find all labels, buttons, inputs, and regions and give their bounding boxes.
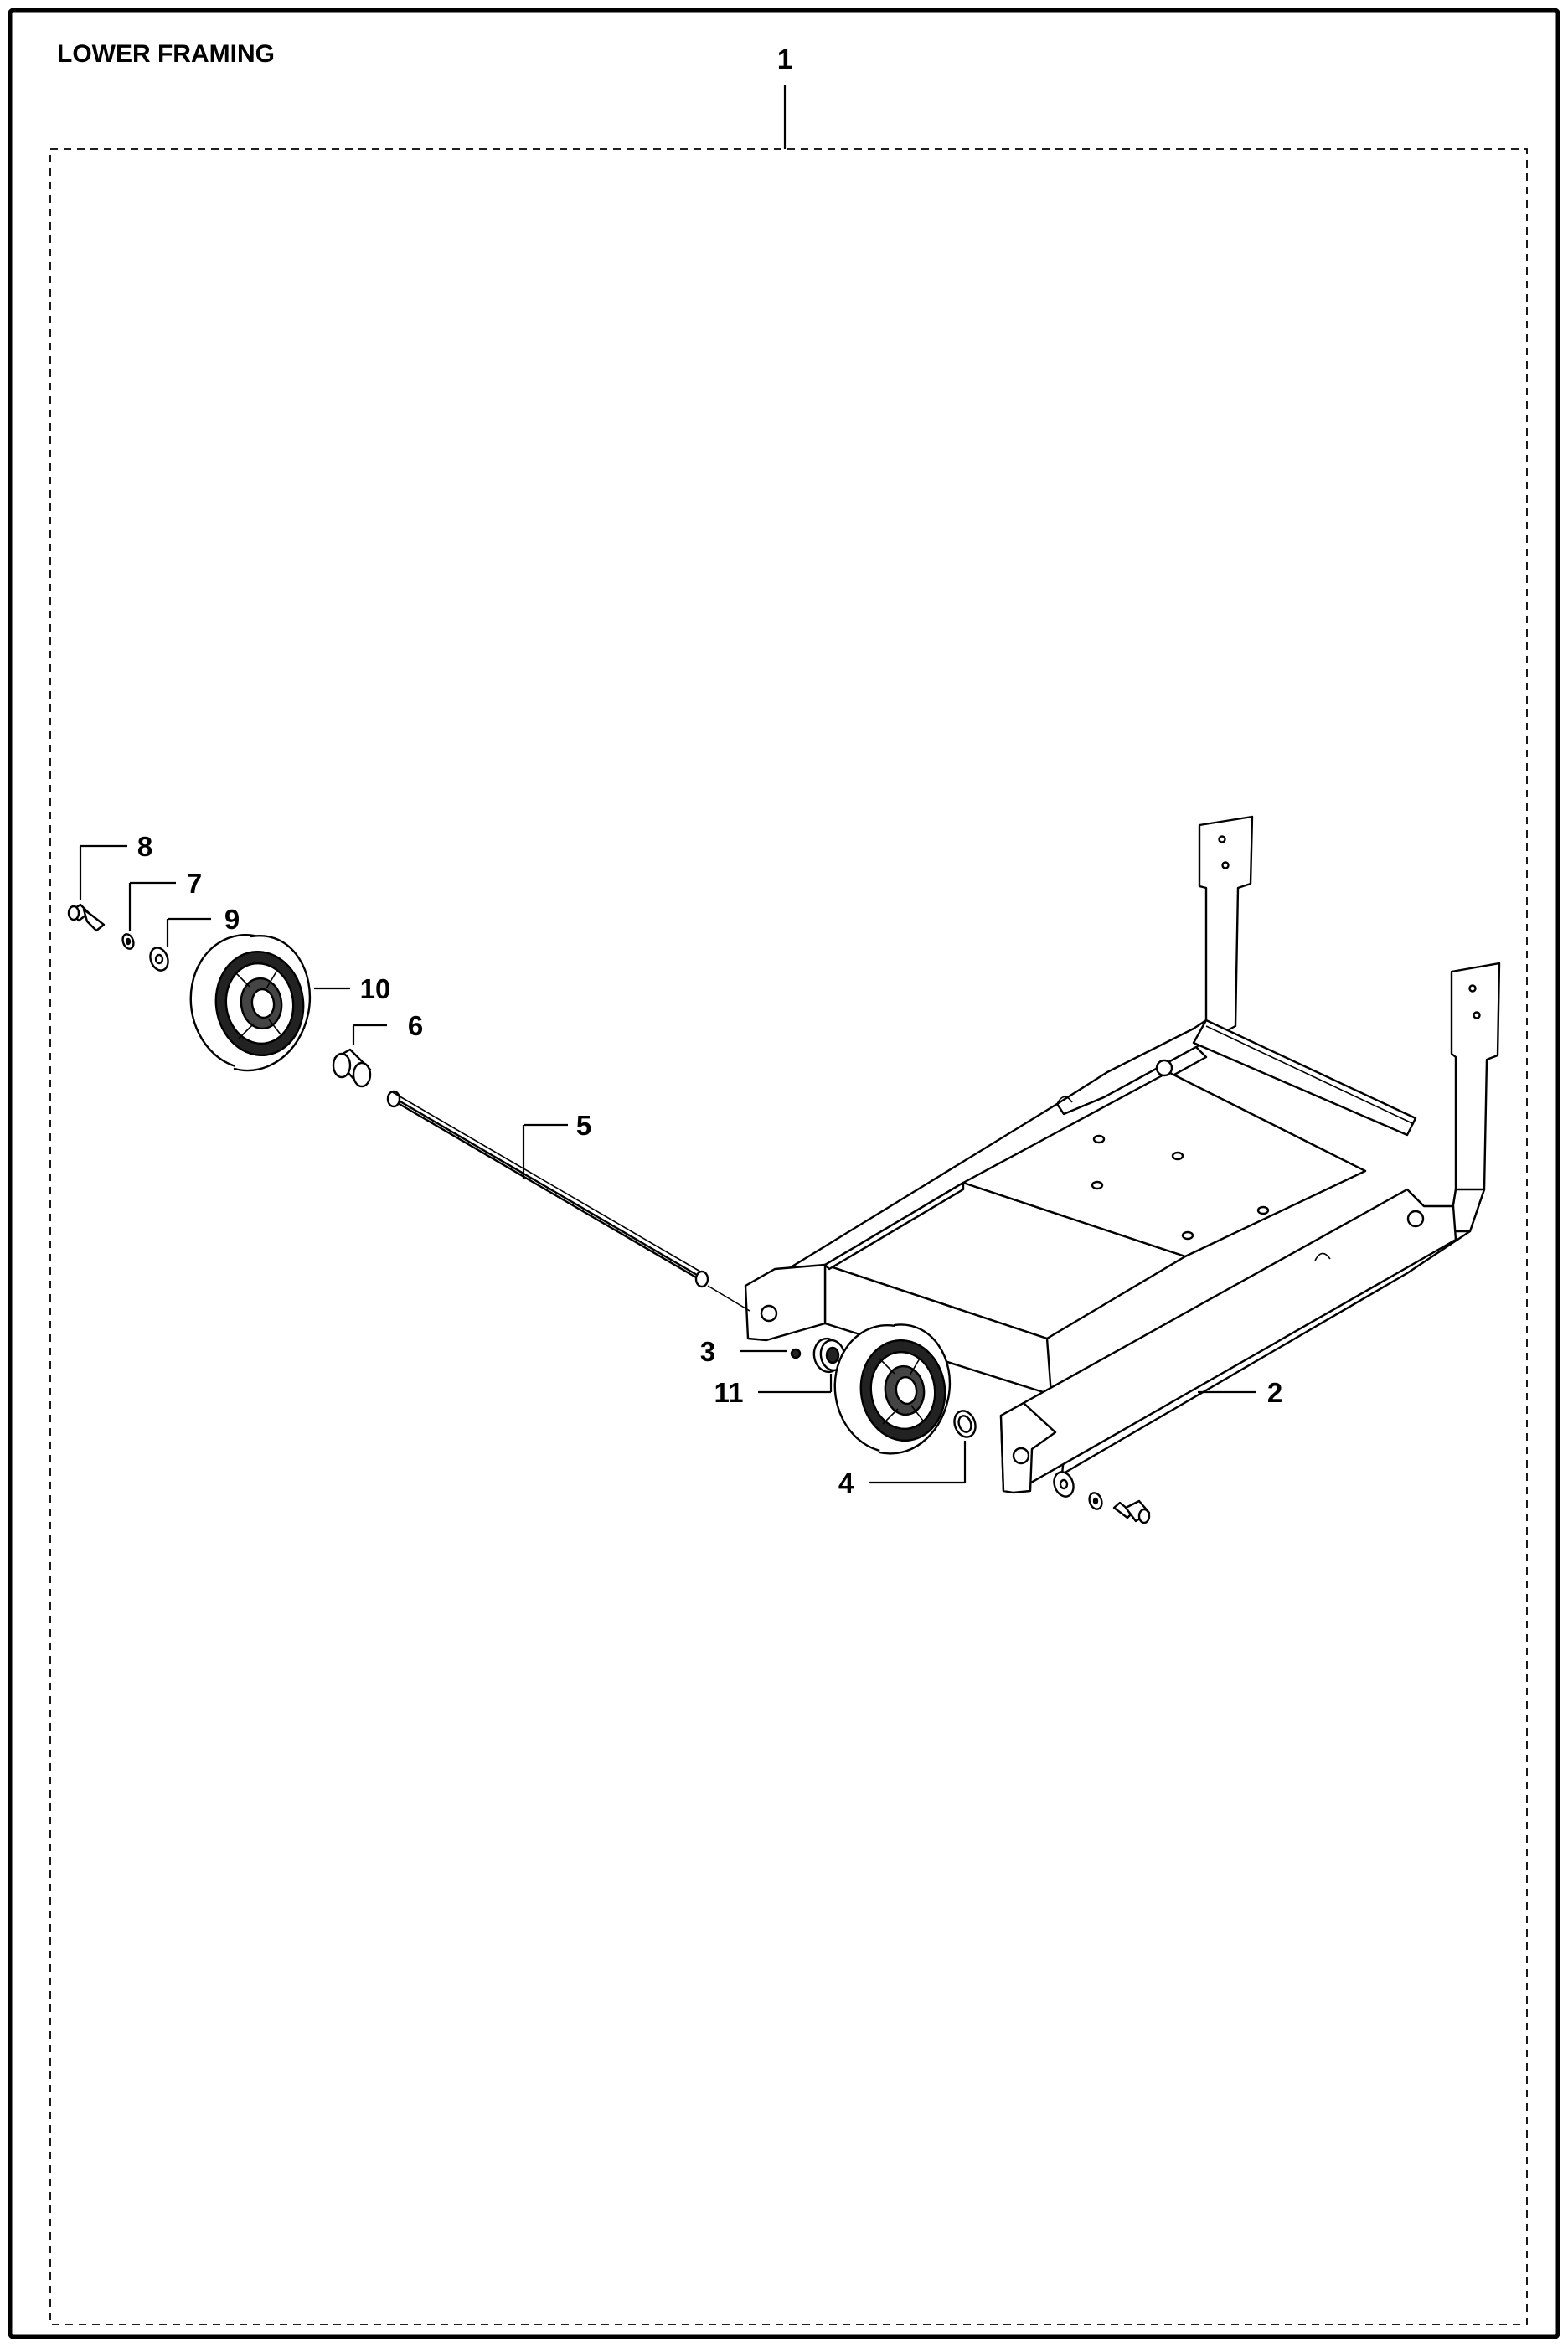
thrust-washer-icon: [953, 1410, 977, 1438]
page-title: LOWER FRAMING: [57, 40, 275, 68]
wheel-icon: [189, 934, 312, 1072]
hex-bolt-icon: [67, 903, 106, 932]
grease-fitting-icon: [790, 1348, 802, 1359]
callout-label-6: 6: [408, 1010, 423, 1041]
callout-label-1: 1: [777, 44, 792, 75]
axle-shaft-icon: [386, 1090, 709, 1288]
wheel-icon-right: [833, 1323, 952, 1455]
page-border: [8, 8, 1560, 2339]
outer-fasteners-icon: [1053, 1471, 1151, 1524]
callout-label-9: 9: [224, 904, 240, 935]
callout-label-8: 8: [137, 831, 152, 862]
spacer-bushing-icon: [332, 1048, 372, 1088]
callout-label-3: 3: [700, 1336, 715, 1367]
callout-label-5: 5: [576, 1110, 591, 1141]
callout-label-10: 10: [360, 973, 391, 1004]
callout-label-11: 11: [714, 1377, 744, 1408]
lock-washer-icon: [121, 933, 135, 950]
u-shaped-lower-frame-icon: [744, 815, 1501, 1494]
callout-label-2: 2: [1267, 1377, 1282, 1408]
callout-label-7: 7: [187, 868, 202, 899]
callout-label-4: 4: [838, 1468, 854, 1498]
assembly-boundary: [49, 148, 1528, 2325]
washer-icon: [149, 947, 169, 972]
